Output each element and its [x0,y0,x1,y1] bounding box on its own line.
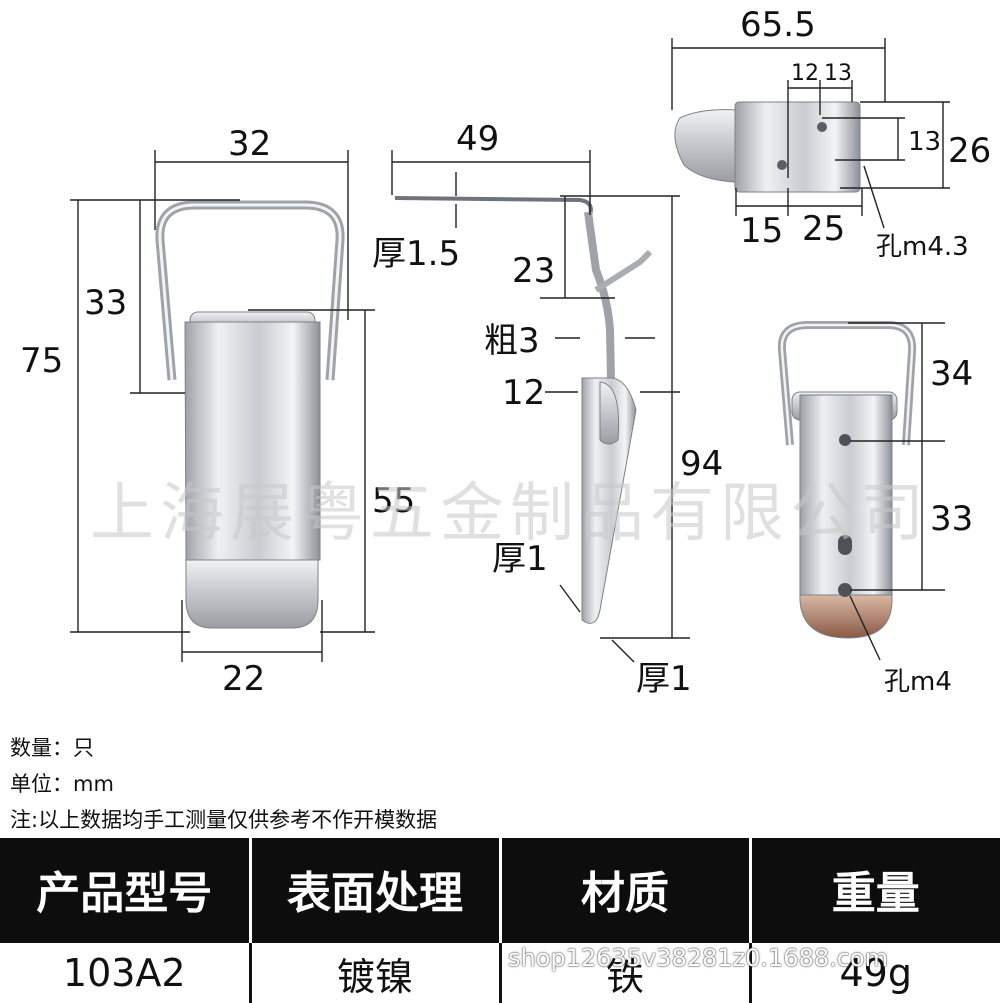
dim-plate-hole: 孔m4.3 [876,232,969,262]
header-material: 材质 [500,838,750,942]
dim-front-width: 32 [228,124,271,164]
dim-front-bottom-width: 22 [222,659,265,699]
technical-drawing: 32 33 75 55 22 49 厚1.5 23 粗3 [0,0,1000,730]
plate-hole-top [817,122,827,132]
dim-side-offset: 23 [512,251,555,291]
header-surface: 表面处理 [250,838,500,942]
plate-hole-bottom [777,160,787,170]
spec-table: 产品型号 表面处理 材质 重量 103A2 镀镍 铁 49g [0,838,1000,1003]
dim-plate-hole-gap: 13 [908,127,941,157]
note-unit: 单位：mm [10,766,437,802]
dim-plate-width: 65.5 [740,5,816,45]
plate-view: 65.5 12 13 13 26 15 25 孔m4.3 [672,5,991,262]
dim-back-34: 34 [930,354,973,394]
dim-plate-13: 13 [824,61,852,86]
plate-hook [675,110,738,182]
dim-side-12: 12 [502,373,545,413]
side-top-tab [395,198,591,215]
watermark-company: 上海展粤五金制品有限公司 [90,477,930,551]
notes-block: 数量：只 单位：mm 注:以上数据均手工测量仅供参考不作开模数据 [10,730,437,838]
dim-plate-15: 15 [740,211,783,251]
back-hole-top [839,434,851,446]
front-view: 32 33 75 55 22 [20,124,415,699]
dim-side-thickness-top: 厚1.5 [372,234,460,274]
value-model: 103A2 [0,942,250,1003]
dim-side-thickness-bottom: 厚1 [636,659,692,699]
plate-body [735,102,860,192]
shop-url-watermark: shop12635v38281z0.1688.com [508,944,888,972]
dim-back-33: 33 [930,499,973,539]
note-quantity: 数量：只 [10,730,437,766]
note-disclaimer: 注:以上数据均手工测量仅供参考不作开模数据 [10,802,437,838]
value-surface: 镀镍 [250,942,500,1003]
front-bottom-tab [186,560,318,628]
dim-plate-25: 25 [802,209,845,249]
dim-plate-12: 12 [791,61,819,86]
dim-plate-height: 26 [948,131,991,171]
side-view: 49 厚1.5 23 粗3 12 94 厚1 厚1 [372,119,723,699]
header-model: 产品型号 [0,838,250,942]
back-hole-bottom [838,583,852,597]
dim-back-hole: 孔m4 [884,667,952,697]
back-bottom-tab [800,595,892,638]
dim-side-top-width: 49 [456,119,499,159]
spec-header-row: 产品型号 表面处理 材质 重量 [0,838,1000,942]
dim-front-total-height: 75 [20,341,63,381]
header-weight: 重量 [750,838,1000,942]
dim-side-wire: 粗3 [484,321,540,361]
dim-front-loop-height: 33 [84,283,127,323]
